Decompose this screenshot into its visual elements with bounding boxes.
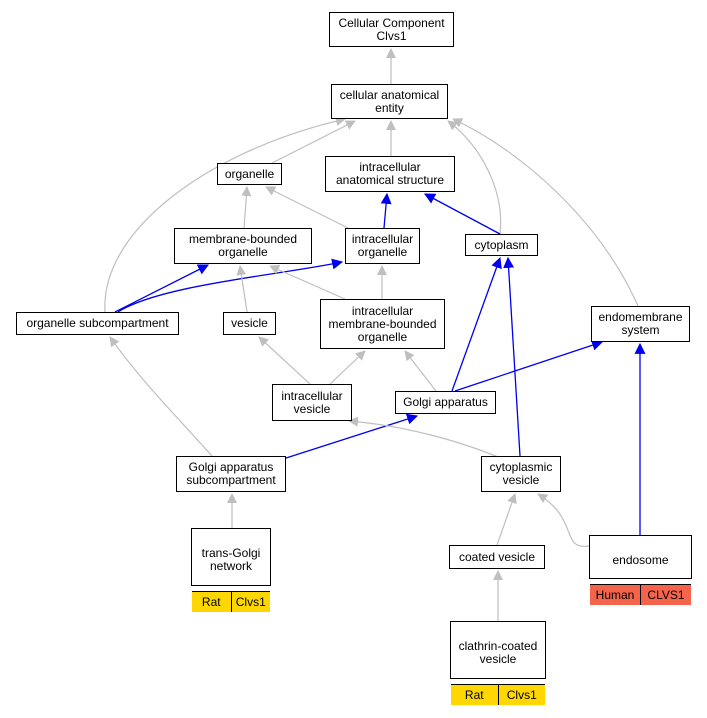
node-intracellular-membrane-bounded-organelle[interactable]: intracellular membrane-bounded organelle: [320, 299, 445, 349]
edge-golgi-to-imbo: [404, 350, 437, 392]
node-trans-golgi-network[interactable]: trans-Golgi network Rat Clvs1: [191, 528, 271, 612]
node-golgi-apparatus[interactable]: Golgi apparatus: [395, 391, 496, 414]
edge-cytoplasm-to-entity: [447, 120, 502, 235]
node-cellular-component[interactable]: Cellular Component Clvs1: [329, 12, 454, 47]
go-graph-canvas: [104, 48, 646, 621]
edge-orgsub-to-mbo: [114, 264, 209, 313]
species-badge: Human: [595, 587, 635, 602]
edge-orgsub-to-entity: [104, 116, 346, 313]
node-membrane-bounded-organelle[interactable]: membrane-bounded organelle: [174, 228, 312, 264]
node-intracellular-organelle[interactable]: intracellular organelle: [345, 228, 420, 264]
node-label: clathrin-coated vesicle: [458, 639, 538, 666]
edge-cv-to-iv: [348, 416, 511, 463]
gene-badge: CLVS1: [640, 585, 691, 605]
node-coated-vesicle[interactable]: coated vesicle: [449, 545, 545, 569]
edge-endosome-to-cv: [537, 493, 590, 547]
node-label: endosome: [612, 552, 669, 567]
edge-gas-to-orgsub: [109, 336, 213, 457]
edge-golgi-to-endomembrane: [454, 339, 604, 392]
node-clathrin-coated-vesicle[interactable]: clathrin-coated vesicle Rat Clvs1: [450, 621, 546, 705]
node-golgi-apparatus-subcompartment[interactable]: Golgi apparatus subcompartment: [176, 456, 286, 492]
edge-cv-to-cytoplasm: [503, 256, 521, 457]
species-badge: Rat: [464, 687, 484, 702]
node-endomembrane-system[interactable]: endomembrane system: [591, 306, 690, 342]
edge-orgsub-to-io: [117, 258, 344, 313]
node-endosome[interactable]: endosome Human CLVS1: [589, 535, 692, 605]
species-badge: Rat: [201, 594, 221, 609]
annotation-row: Rat Clvs1: [192, 591, 270, 612]
edge-coated-to-cv: [496, 493, 517, 546]
edge-cytoplasm-to-ias: [424, 193, 501, 235]
edge-golgi-to-cytoplasm: [451, 256, 502, 392]
node-vesicle[interactable]: vesicle: [223, 312, 276, 335]
edge-io-to-ias: [380, 192, 392, 229]
node-intracellular-anatomical-structure[interactable]: intracellular anatomical structure: [325, 156, 455, 192]
node-organelle[interactable]: organelle: [217, 163, 282, 185]
node-cytoplasmic-vesicle[interactable]: cytoplasmic vesicle: [481, 456, 561, 492]
annotation-row: Human CLVS1: [590, 584, 691, 605]
node-organelle-subcompartment[interactable]: organelle subcompartment: [16, 312, 179, 335]
node-label: trans-Golgi network: [201, 546, 261, 573]
edge-gas-to-golgi: [282, 413, 419, 460]
edge-layer: [104, 48, 646, 621]
edge-iv-to-imbo: [329, 350, 366, 385]
node-cellular-anatomical-entity[interactable]: cellular anatomical entity: [331, 84, 448, 119]
node-intracellular-vesicle[interactable]: intracellular vesicle: [272, 384, 352, 421]
annotation-row: Rat Clvs1: [451, 684, 545, 705]
edge-organelle-to-entity: [271, 120, 356, 164]
gene-badge: Clvs1: [497, 685, 546, 705]
node-cytoplasm[interactable]: cytoplasm: [465, 234, 538, 256]
edge-endomembrane-to-entity: [452, 118, 639, 307]
gene-badge: Clvs1: [230, 592, 271, 612]
edge-mbo-to-organelle: [241, 186, 252, 229]
edge-imbo-to-mbo: [269, 265, 346, 300]
edge-iv-to-vesicle: [258, 336, 311, 385]
edge-io-to-organelle: [265, 186, 349, 229]
edge-vesicle-to-mbo: [236, 265, 248, 313]
